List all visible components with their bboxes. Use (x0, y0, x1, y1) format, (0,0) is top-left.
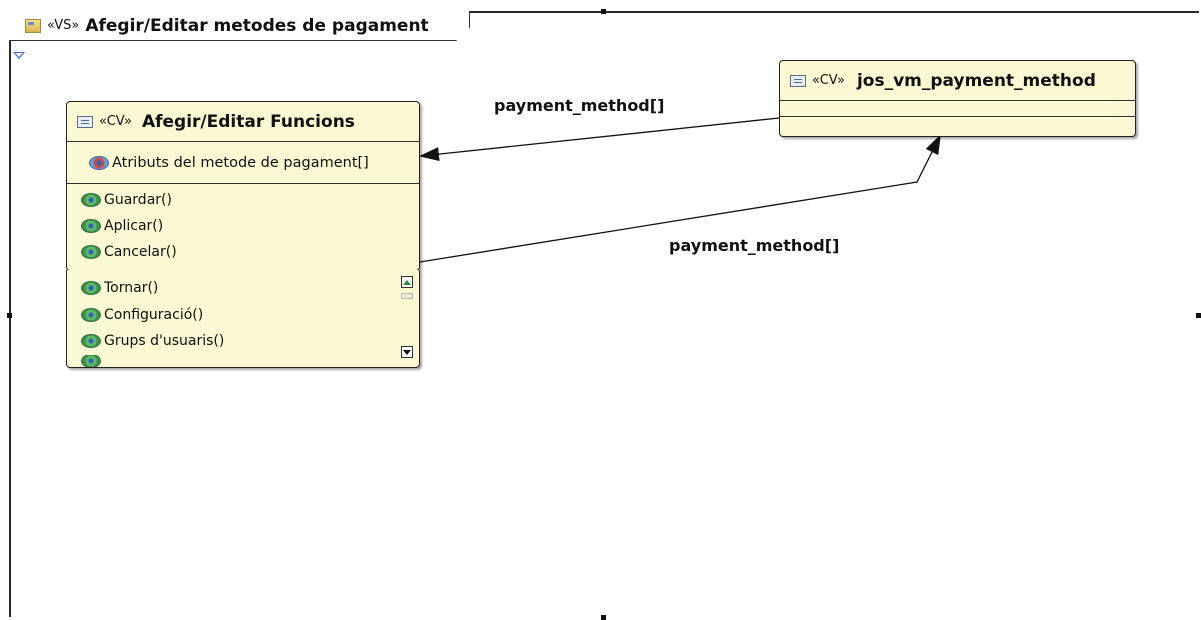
operation-row-tornar[interactable]: Tornar() (67, 275, 419, 302)
attribute-icon (89, 155, 109, 170)
scroll-track[interactable] (401, 293, 413, 299)
resize-handle-right[interactable] (1196, 313, 1201, 318)
operation-icon (81, 307, 101, 322)
class-icon (790, 74, 806, 87)
resize-handle-bottom[interactable] (601, 615, 606, 620)
operation-row-aplicar[interactable]: Aplicar() (67, 213, 419, 239)
operation-label: Aplicar() (104, 218, 164, 234)
attribute-label: Atributs del metode de pagament[] (112, 154, 369, 171)
diagram-frame-icon (25, 18, 41, 33)
association-edge-1[interactable] (419, 117, 780, 162)
diagram-frame-header[interactable]: «VS» Afegir/Editar metodes de pagament (9, 11, 470, 41)
frame-stereotype: «VS» (47, 18, 80, 33)
operation-label: Grups d'usuaris() (104, 333, 225, 350)
class-jos-vm-payment-method[interactable]: «CV» jos_vm_payment_method (779, 60, 1136, 137)
operation-row-cancelar[interactable]: Cancelar() (67, 239, 419, 265)
operation-label: Tornar() (104, 280, 159, 297)
association-label-1: payment_method[] (494, 96, 665, 115)
association-edge-2[interactable] (419, 134, 941, 263)
attributes-compartment (780, 101, 1135, 116)
operation-row-grups-usuaris[interactable]: Grups d'usuaris() (67, 328, 419, 355)
attribute-row[interactable]: Atributs del metode de pagament[] (67, 142, 419, 183)
operation-icon (81, 193, 101, 207)
scroll-down-button[interactable] (401, 346, 413, 358)
compartment-divider (780, 100, 1135, 101)
operation-label: Cancelar() (104, 244, 177, 260)
association-label-2: payment_method[] (669, 236, 840, 255)
operation-row-clipped[interactable] (67, 354, 419, 367)
operations-compartment: Guardar() Aplicar() Cancelar() (67, 184, 419, 265)
resize-handle-left[interactable] (7, 313, 12, 318)
class-stereotype: «CV» (99, 114, 132, 129)
class-icon (77, 115, 93, 128)
compartment-divider (67, 183, 419, 184)
operation-icon (81, 219, 101, 233)
class-name: jos_vm_payment_method (856, 70, 1096, 91)
operation-icon (81, 281, 101, 296)
operation-icon (81, 334, 101, 349)
operation-icon (81, 245, 101, 259)
class-afegir-editar-funcions[interactable]: «CV» Afegir/Editar Funcions Atributs del… (66, 101, 420, 271)
operation-row-configuracio[interactable]: Configuració() (67, 302, 419, 329)
operation-label: Configuració() (104, 306, 204, 323)
class-name: Afegir/Editar Funcions (141, 111, 355, 132)
class-header: «CV» jos_vm_payment_method (780, 61, 1135, 100)
resize-handle-top[interactable] (601, 9, 606, 14)
class-header: «CV» Afegir/Editar Funcions (67, 102, 419, 141)
frame-title: Afegir/Editar metodes de pagament (85, 15, 429, 36)
scroll-up-button[interactable] (401, 276, 413, 288)
class-stereotype: «CV» (812, 73, 845, 88)
operations-scroll-list[interactable]: Tornar() Configuració() Grups d'usuaris(… (66, 270, 420, 368)
collapse-arrow-icon[interactable] (13, 52, 25, 59)
operation-label: Guardar() (104, 192, 172, 208)
operation-icon (81, 354, 101, 367)
compartment-divider (67, 141, 419, 142)
compartment-divider (780, 116, 1135, 117)
operation-row-guardar[interactable]: Guardar() (67, 187, 419, 213)
